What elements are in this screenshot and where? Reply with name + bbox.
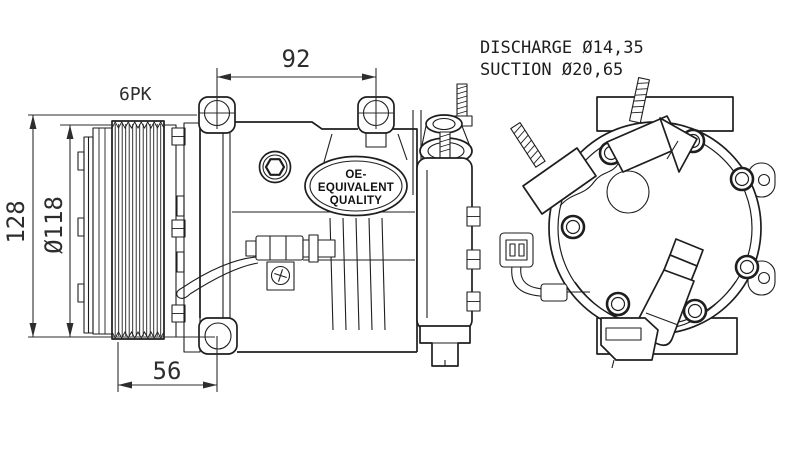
badge-line-3: QUALITY: [330, 195, 383, 207]
compressor-body: [199, 121, 418, 353]
dim-92-label: 92: [282, 45, 311, 73]
mounting-lug-top-left: [198, 96, 236, 134]
discharge-label: DISCHARGE Ø14,35: [480, 38, 644, 58]
suction-label: SUCTION Ø20,65: [480, 60, 623, 80]
wire-connector: [176, 234, 336, 300]
rear-view: [499, 77, 776, 369]
badge-line-2: EQUIVALENT: [318, 182, 394, 194]
dimension-pulley-width: 56: [117, 336, 218, 392]
side-ear-tabs: [747, 162, 776, 296]
rear-foot-bracket: [600, 317, 659, 361]
rear-connector: [499, 232, 590, 302]
discharge-port-boss: [606, 77, 698, 173]
dimension-mount-span: 92: [216, 45, 377, 98]
belt-type-label: 6PK: [119, 84, 152, 105]
pulley: [111, 120, 165, 340]
cylinder-fitting: [600, 238, 704, 369]
clutch-hub: [77, 127, 113, 335]
port-size-labels: DISCHARGE Ø14,35 SUCTION Ø20,65: [480, 38, 644, 80]
dimension-overall-height: 128: [2, 114, 215, 338]
pulley-ribs: [114, 124, 162, 336]
rear-foot: [419, 325, 471, 367]
dim-56-label: 56: [153, 357, 182, 385]
suction-port-boss: [510, 122, 597, 215]
phillips-screw: [266, 261, 295, 291]
oe-quality-badge: OE- EQUIVALENT QUALITY: [304, 155, 408, 217]
front-bracket: [163, 122, 201, 353]
body-fins: [329, 217, 386, 331]
mounting-lug-bottom: [198, 317, 238, 355]
rear-head: [412, 83, 481, 367]
side-view: [77, 83, 481, 367]
head-bolts: [466, 206, 481, 312]
bolt-bosses: [560, 128, 760, 324]
badge-line-1: OE-: [345, 169, 366, 181]
mounting-lug-top-right: [357, 96, 395, 148]
dimension-pulley-diameter: Ø118: [40, 124, 112, 337]
hex-plug: [258, 150, 292, 184]
dim-118-label: Ø118: [40, 196, 68, 254]
dim-128-label: 128: [2, 200, 30, 243]
